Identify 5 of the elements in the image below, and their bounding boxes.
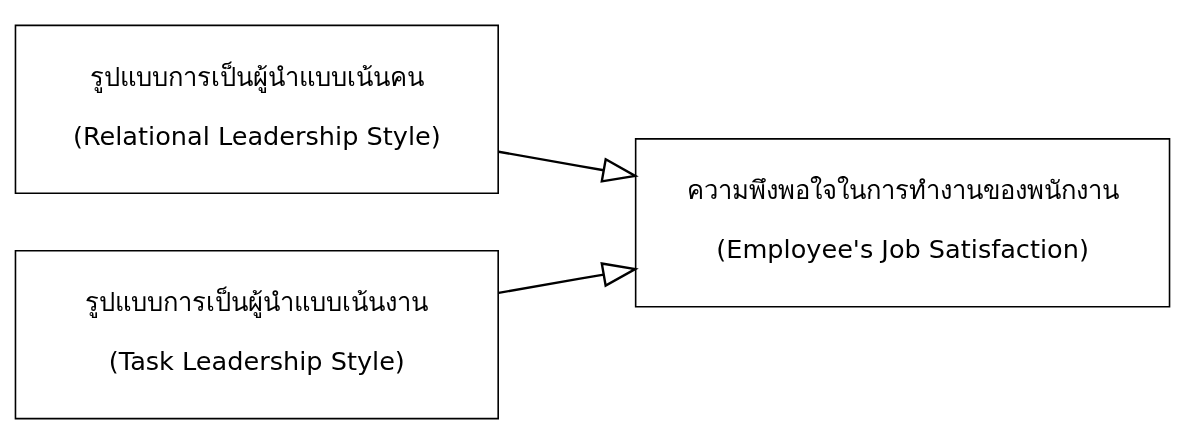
node-box: รูปแบบการเป็นผู้นำแบบเน้นงาน (Task Leadership Style) (14, 249, 499, 420)
arrow (498, 262, 639, 295)
arrow (498, 150, 639, 183)
node-box: รูปแบบการเป็นผู้นำแบบเน้นคน (Relational Leadership Style) (14, 24, 499, 195)
node-box: ความพึงพอใจในการทำงานของพนักงาน (Employee's Job Satisfaction) (634, 138, 1171, 308)
